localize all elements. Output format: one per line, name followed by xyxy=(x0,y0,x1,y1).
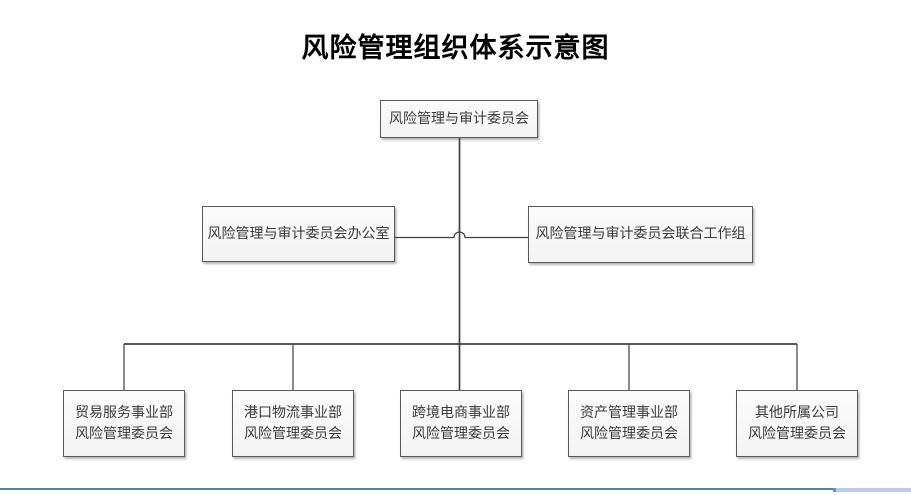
org-node-label-line1: 资产管理事业部 xyxy=(580,404,678,421)
connector-level2-horizontal xyxy=(395,231,528,239)
org-node-office: 风险管理与审计委员会办公室 xyxy=(202,206,395,262)
diagram-title: 风险管理组织体系示意图 xyxy=(301,33,610,64)
org-node-cross-border-ecommerce: 跨境电商事业部 风险管理委员会 xyxy=(400,390,522,457)
org-node-other-subsidiaries: 其他所属公司 风险管理委员会 xyxy=(736,390,858,457)
horizontal-scrollbar[interactable] xyxy=(833,488,911,492)
org-node-label-line1: 跨境电商事业部 xyxy=(412,404,510,421)
org-node-root: 风险管理与审计委员会 xyxy=(380,100,538,138)
org-node-label: 风险管理与审计委员会办公室 xyxy=(207,225,390,242)
org-node-port-logistics: 港口物流事业部 风险管理委员会 xyxy=(232,390,354,457)
org-node-label: 风险管理与审计委员会 xyxy=(389,110,529,127)
org-node-label: 风险管理与审计委员会联合工作组 xyxy=(535,226,746,242)
org-node-asset-management: 资产管理事业部 风险管理委员会 xyxy=(568,390,690,457)
org-node-label-line1: 港口物流事业部 xyxy=(244,404,342,421)
org-node-joint-workgroup: 风险管理与审计委员会联合工作组 xyxy=(528,206,753,263)
org-node-label-line2: 风险管理委员会 xyxy=(580,425,678,442)
window-bottom-edge xyxy=(0,488,911,490)
org-node-label-line2: 风险管理委员会 xyxy=(75,425,173,442)
org-node-label-line2: 风险管理委员会 xyxy=(244,425,342,442)
org-node-trade-services: 贸易服务事业部 风险管理委员会 xyxy=(63,390,185,457)
org-node-label-line2: 风险管理委员会 xyxy=(748,425,846,442)
org-node-label-line1: 其他所属公司 xyxy=(755,404,839,421)
org-node-label-line2: 风险管理委员会 xyxy=(412,425,510,442)
org-node-label-line1: 贸易服务事业部 xyxy=(75,404,173,421)
